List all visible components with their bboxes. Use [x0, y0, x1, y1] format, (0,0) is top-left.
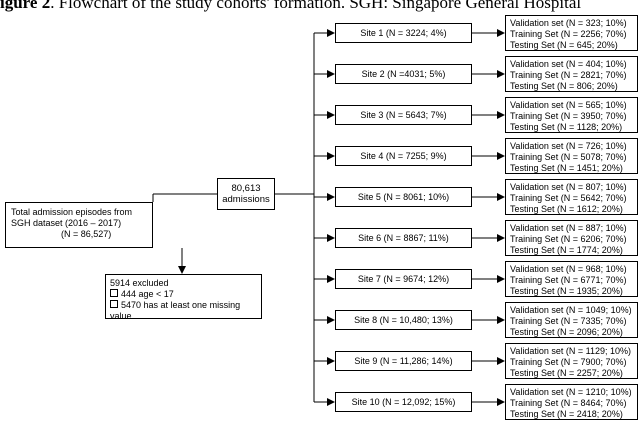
- training-set-line: Training Set (N = 2256; 70%): [510, 29, 627, 39]
- excluded-title: 5914 excluded: [110, 278, 169, 288]
- admissions-count: 80,613: [231, 183, 261, 194]
- training-set-line: Training Set (N = 5078; 70%): [510, 152, 627, 162]
- split-box: Validation set (N = 807; 10%)Training Se…: [505, 179, 638, 215]
- testing-set-line: Testing Set (N = 2257; 20%): [510, 368, 623, 378]
- validation-set-line: Validation set (N = 323; 10%): [510, 18, 627, 28]
- admissions-box: 80,613 admissions: [217, 178, 275, 210]
- site-box: Site 7 (N = 9674; 12%): [335, 269, 472, 289]
- split-box: Validation set (N = 565; 10%)Training Se…: [505, 97, 638, 133]
- validation-set-line: Validation set (N = 887; 10%): [510, 223, 627, 233]
- split-box: Validation set (N = 887; 10%)Training Se…: [505, 220, 638, 256]
- testing-set-line: Testing Set (N = 1935; 20%): [510, 286, 623, 296]
- validation-set-line: Validation set (N = 1129; 10%): [510, 346, 631, 356]
- training-set-line: Training Set (N = 6206; 70%): [510, 234, 627, 244]
- excluded-item: 444 age < 17: [110, 289, 261, 300]
- site-box: Site 2 (N =4031; 5%): [335, 64, 472, 84]
- validation-set-line: Validation set (N = 807; 10%): [510, 182, 627, 192]
- total-line-3: (N = 86,527): [61, 229, 112, 239]
- checkbox-icon: [110, 289, 118, 297]
- training-set-line: Training Set (N = 5642; 70%): [510, 193, 627, 203]
- testing-set-line: Testing Set (N = 1774; 20%): [510, 245, 623, 255]
- figure-number: igure 2: [0, 0, 51, 12]
- site-box: Site 6 (N = 8867; 11%): [335, 228, 472, 248]
- site-box: Site 1 (N = 3224; 4%): [335, 23, 472, 43]
- training-set-line: Training Set (N = 6771; 70%): [510, 275, 627, 285]
- split-box: Validation set (N = 1210; 10%)Training S…: [505, 384, 638, 420]
- split-box: Validation set (N = 1129; 10%)Training S…: [505, 343, 638, 379]
- validation-set-line: Validation set (N = 1210; 10%): [510, 387, 632, 397]
- total-admissions-box: Total admission episodes from SGH datase…: [5, 202, 153, 248]
- total-line-2: SGH dataset (2016 – 2017): [11, 218, 122, 228]
- training-set-line: Training Set (N = 8464; 70%): [510, 398, 627, 408]
- site-box: Site 5 (N = 8061; 10%): [335, 187, 472, 207]
- training-set-line: Training Set (N = 2821; 70%): [510, 70, 627, 80]
- split-box: Validation set (N = 968; 10%)Training Se…: [505, 261, 638, 297]
- training-set-line: Training Set (N = 7335; 70%): [510, 316, 627, 326]
- testing-set-line: Testing Set (N = 2418; 20%): [510, 409, 623, 419]
- split-box: Validation set (N = 323; 10%)Training Se…: [505, 15, 638, 51]
- validation-set-line: Validation set (N = 968; 10%): [510, 264, 627, 274]
- testing-set-line: Testing Set (N = 645; 20%): [510, 40, 618, 50]
- validation-set-line: Validation set (N = 726; 10%): [510, 141, 627, 151]
- split-box: Validation set (N = 726; 10%)Training Se…: [505, 138, 638, 174]
- checkbox-icon: [110, 300, 118, 308]
- testing-set-line: Testing Set (N = 1451; 20%): [510, 163, 623, 173]
- total-line-1: Total admission episodes from: [11, 207, 133, 217]
- caption-text: . Flowchart of the study cohorts' format…: [50, 0, 582, 12]
- site-box: Site 10 (N = 12,092; 15%): [335, 392, 472, 412]
- admissions-label: admissions: [222, 194, 270, 205]
- testing-set-line: Testing Set (N = 806; 20%): [510, 81, 618, 91]
- excluded-box: 5914 excluded 444 age < 17 5470 has at l…: [105, 274, 262, 321]
- site-box: Site 3 (N = 5643; 7%): [335, 105, 472, 125]
- site-box: Site 9 (N = 11,286; 14%): [335, 351, 472, 371]
- training-set-line: Training Set (N = 7900; 70%): [510, 357, 627, 367]
- site-box: Site 8 (N = 10,480; 13%): [335, 310, 472, 330]
- validation-set-line: Validation set (N = 404; 10%): [510, 59, 627, 69]
- testing-set-line: Testing Set (N = 1612; 20%): [510, 204, 623, 214]
- testing-set-line: Testing Set (N = 2096; 20%): [510, 327, 623, 337]
- testing-set-line: Testing Set (N = 1128; 20%): [510, 122, 623, 132]
- split-box: Validation set (N = 404; 10%)Training Se…: [505, 56, 638, 92]
- validation-set-line: Validation set (N = 1049; 10%): [510, 305, 632, 315]
- split-box: Validation set (N = 1049; 10%)Training S…: [505, 302, 638, 338]
- validation-set-line: Validation set (N = 565; 10%): [510, 100, 627, 110]
- training-set-line: Training Set (N = 3950; 70%): [510, 111, 627, 121]
- figure-caption: igure 2. Flowchart of the study cohorts'…: [0, 0, 640, 15]
- excluded-item: 5470 has at least one missing value: [110, 300, 241, 321]
- site-box: Site 4 (N = 7255; 9%): [335, 146, 472, 166]
